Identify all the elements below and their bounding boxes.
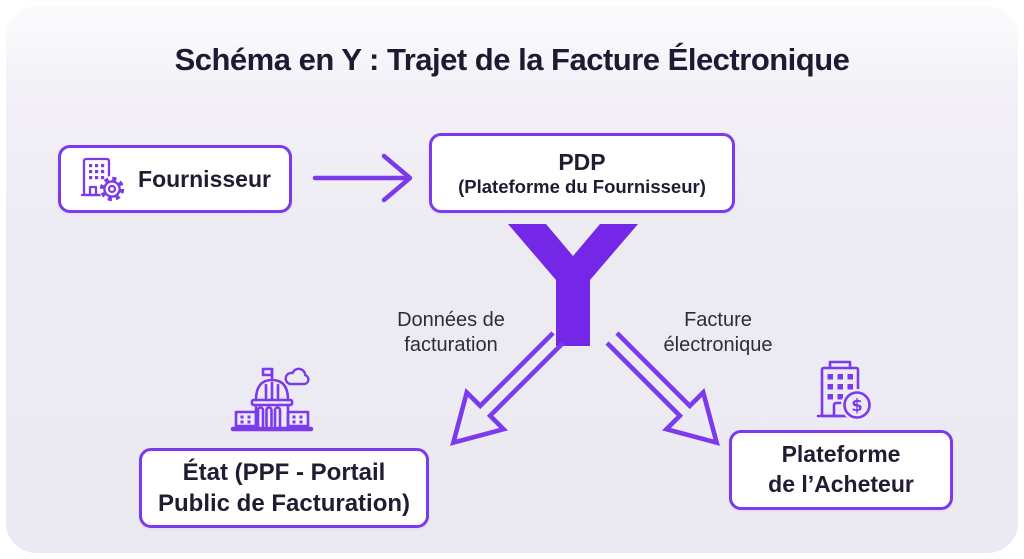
flow-label-left-line1: Données de (397, 309, 505, 331)
arrow-down-left-icon (450, 331, 565, 446)
node-acheteur: Plateforme de l’Acheteur (729, 430, 953, 510)
diagram-card: Schéma en Y : Trajet de la Facture Élect… (6, 6, 1018, 553)
node-pdp: PDP (Plateforme du Fournisseur) (429, 133, 735, 213)
flow-label-right-line2: électronique (663, 334, 773, 356)
flow-label-left: Données de facturation (371, 308, 531, 358)
node-pdp-title: PDP (558, 149, 606, 176)
svg-text:$: $ (851, 396, 862, 415)
diagram-title: Schéma en Y : Trajet de la Facture Élect… (174, 42, 850, 77)
flow-label-right-line1: Facture (684, 309, 752, 331)
node-fournisseur: Fournisseur (58, 145, 292, 213)
building-dollar-icon: $ (816, 360, 873, 421)
node-etat: État (PPF - Portail Public de Facturatio… (139, 448, 429, 528)
node-etat-line2: Public de Facturation) (157, 490, 411, 517)
building-gear-icon (80, 157, 126, 202)
y-shape (508, 224, 638, 346)
node-etat-line1: État (PPF - Portail (182, 458, 386, 486)
node-acheteur-line1: Plateforme (781, 441, 901, 468)
arrow-right-icon (312, 153, 413, 203)
government-building-cloud-icon (230, 367, 314, 432)
node-fournisseur-label: Fournisseur (138, 165, 271, 192)
node-acheteur-line2: de l’Acheteur (768, 471, 914, 497)
flow-label-left-line2: facturation (404, 334, 498, 356)
arrow-down-right-icon (605, 331, 720, 446)
node-pdp-subtitle: (Plateforme du Fournisseur) (458, 175, 706, 197)
flow-label-right: Facture électronique (638, 308, 798, 358)
